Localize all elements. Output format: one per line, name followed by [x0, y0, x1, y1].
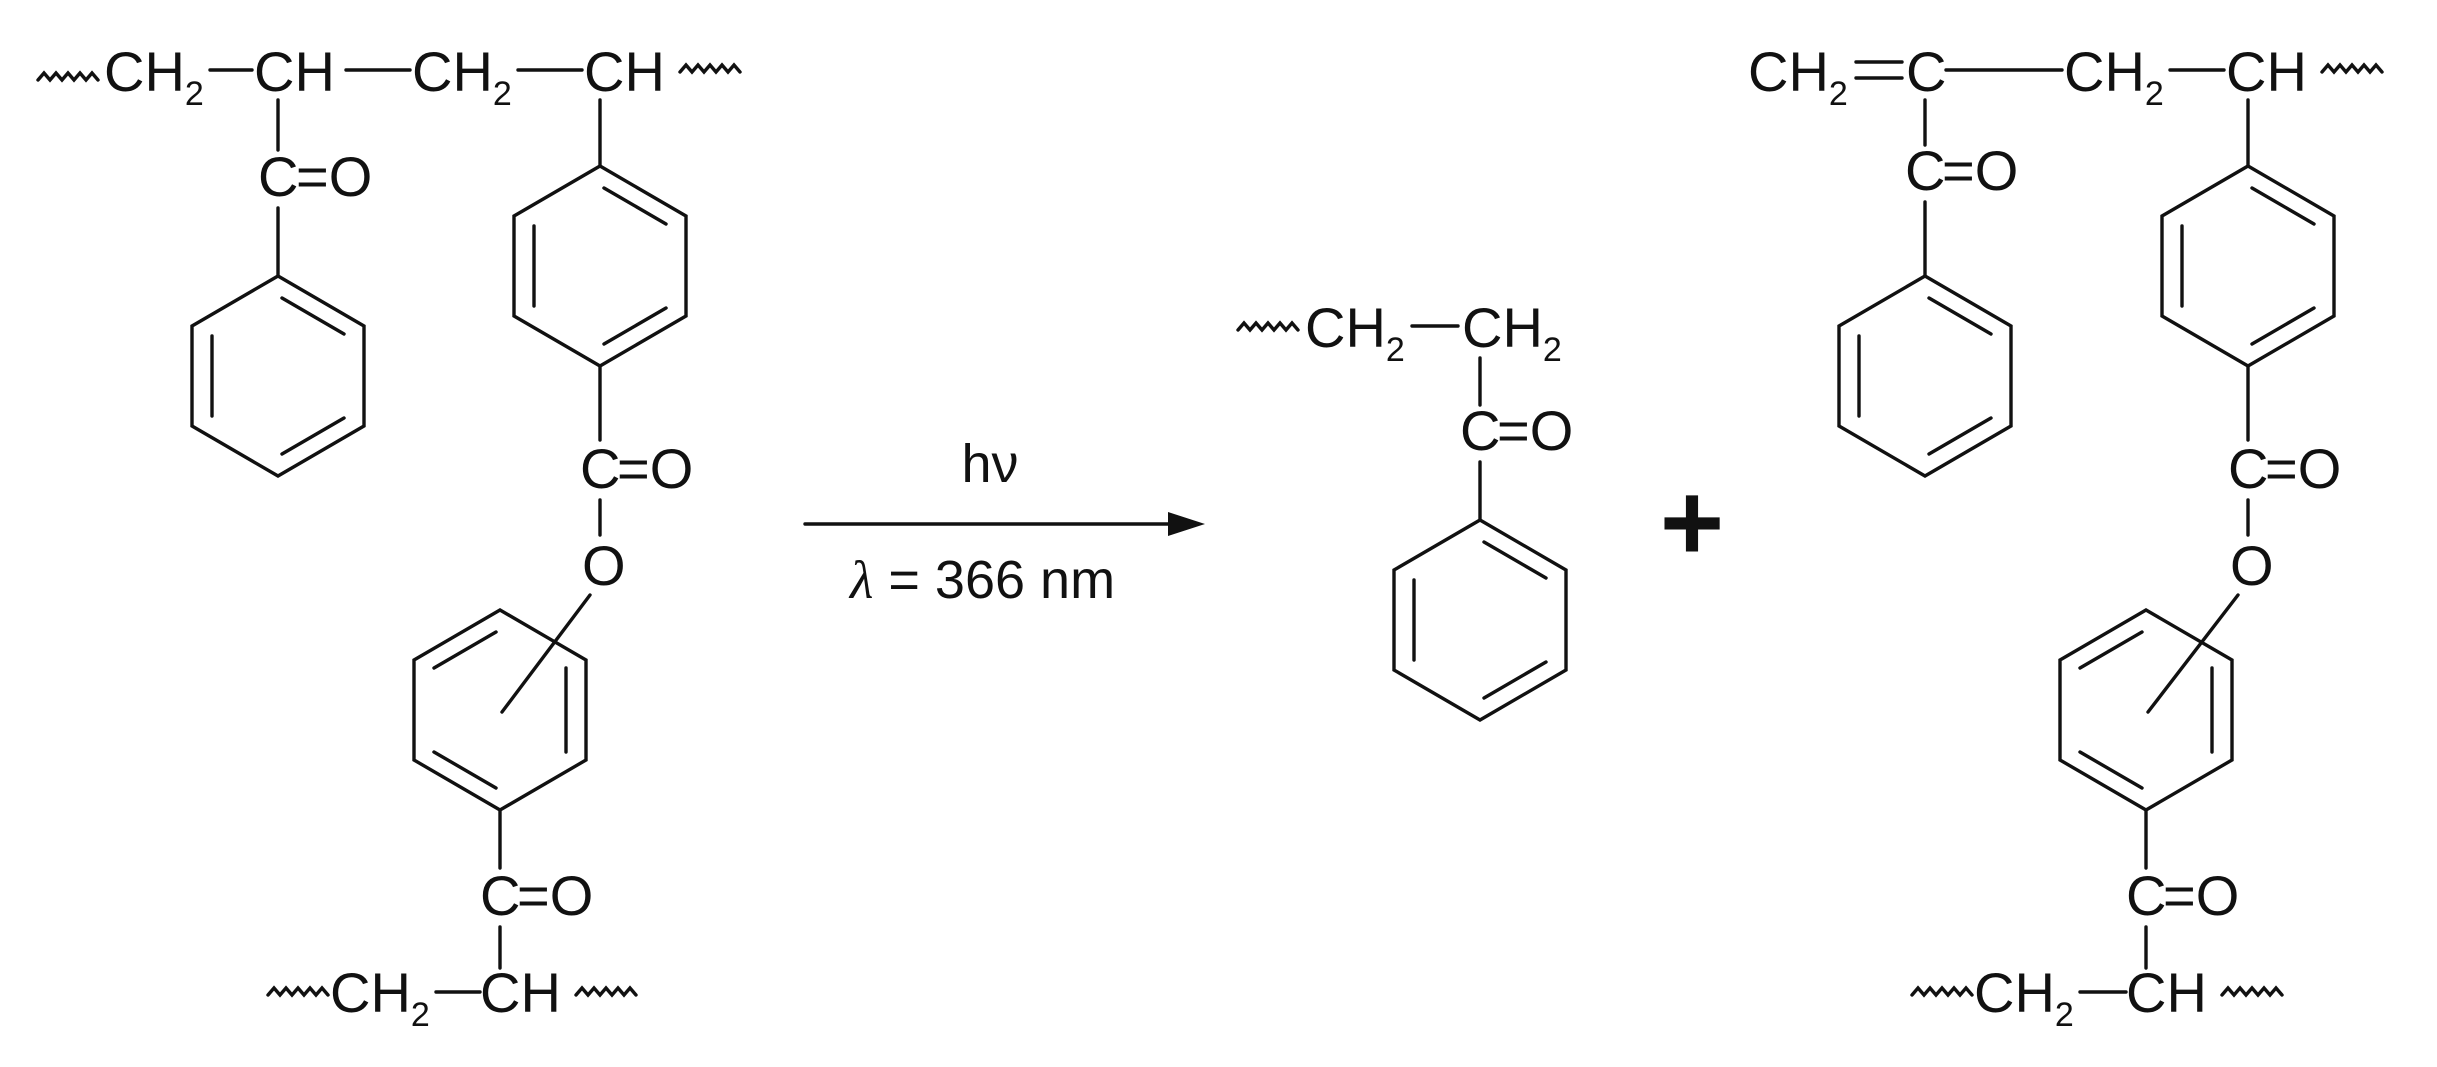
wavy-end-left [266, 985, 330, 998]
ch2-label: CH2 [2064, 40, 2164, 113]
ch-label: CH [480, 961, 561, 1024]
benzene-ring [512, 164, 688, 368]
ch2-label: CH2 [104, 40, 204, 113]
wavy-end-right [678, 62, 742, 75]
ch-label: CH [2226, 40, 2307, 103]
carbonyl-oxygen-label: =O [296, 145, 372, 208]
ring-substituent-bond [2146, 593, 2240, 714]
ch2-label: CH2 [1462, 296, 1562, 369]
c-label: C [580, 437, 620, 500]
carbonyl-oxygen-label: =O [2163, 864, 2239, 927]
plus-sign: + [1660, 461, 1724, 584]
c-label: C [480, 864, 520, 927]
ch2-label: CH2 [1748, 40, 1848, 113]
hv-condition: hν [961, 434, 1018, 494]
product-fragment: CH2 CH2 C =O [1236, 296, 1573, 722]
benzene-ring [2058, 608, 2234, 812]
reaction-arrow: hν λ = 366 nm [803, 434, 1205, 610]
wavy-end-right [2220, 985, 2284, 998]
ester-oxygen-label: O [2230, 534, 2274, 597]
product-polymer: CH2 C CH2 CH C =O C =O O [1748, 40, 2384, 1034]
wavy-end-right [2320, 62, 2384, 75]
benzene-ring [190, 274, 366, 478]
ch2-label: CH2 [1974, 961, 2074, 1034]
ch2-label: CH2 [1305, 296, 1405, 369]
ch-label: CH [254, 40, 335, 103]
ch-label: CH [584, 40, 665, 103]
carbonyl-oxygen-label: =O [1942, 139, 2018, 202]
carbonyl-oxygen-label: =O [517, 864, 593, 927]
c-label: C [1905, 139, 1945, 202]
benzene-ring [1837, 274, 2013, 478]
ch2-label: CH2 [412, 40, 512, 113]
wavy-end-left [36, 70, 100, 83]
c-label: C [258, 145, 298, 208]
benzene-ring [2160, 164, 2336, 368]
ring-substituent-bond [500, 593, 592, 714]
benzene-ring [412, 608, 588, 812]
wavy-end-left [1236, 320, 1300, 333]
reactant-polymer: CH2 CH CH2 CH C =O C =O O [36, 40, 742, 1034]
c-label: C [2228, 437, 2268, 500]
arrowhead-icon [1168, 512, 1205, 536]
carbonyl-oxygen-label: =O [1497, 399, 1573, 462]
ester-oxygen-label: O [582, 534, 626, 597]
c-label: C [2126, 864, 2166, 927]
wavy-end-left [1910, 985, 1974, 998]
wavy-end-right [574, 985, 638, 998]
c-label: C [1460, 399, 1500, 462]
ch2-label: CH2 [330, 961, 430, 1034]
ch-label: CH [2126, 961, 2207, 1024]
carbonyl-oxygen-label: =O [2265, 437, 2341, 500]
c-label: C [1906, 40, 1946, 103]
wavelength-condition: λ = 366 nm [848, 550, 1115, 610]
benzene-ring [1392, 518, 1568, 722]
carbonyl-oxygen-label: =O [617, 437, 693, 500]
